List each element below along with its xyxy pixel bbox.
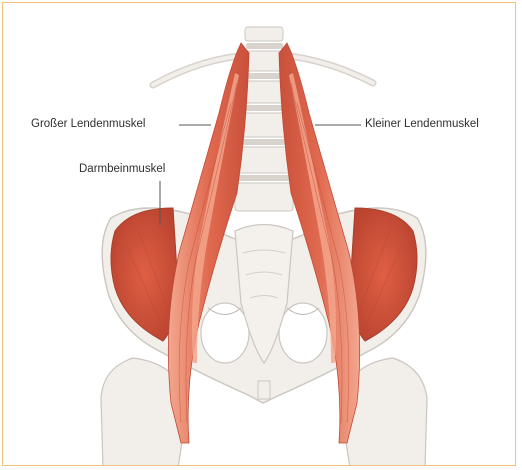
label-psoas-major: Großer Lendenmuskel (31, 118, 145, 130)
iliacus-left (111, 208, 179, 341)
anatomy-illustration (3, 3, 516, 466)
label-psoas-minor: Kleiner Lendenmuskel (365, 118, 479, 130)
diagram-frame: Großer Lendenmuskel Kleiner Lendenmuskel… (2, 2, 516, 466)
label-iliacus: Darmbeinmuskel (79, 163, 165, 175)
iliacus-right (349, 208, 417, 341)
